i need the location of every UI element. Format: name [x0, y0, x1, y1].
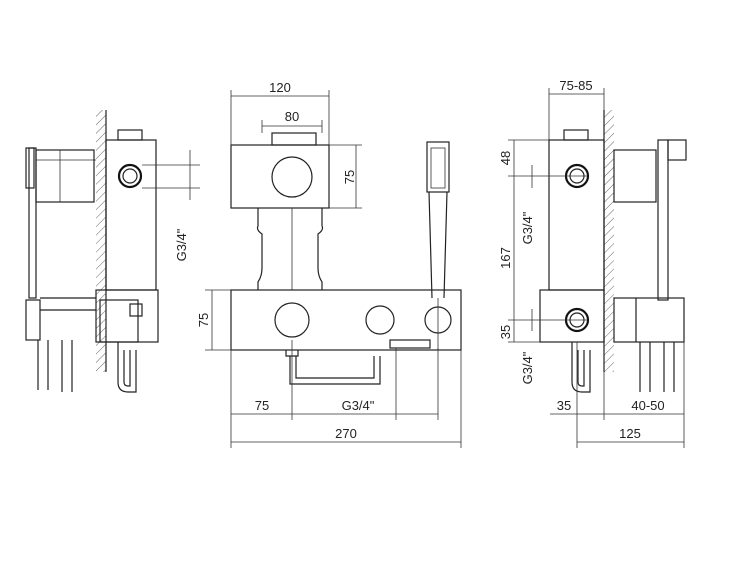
front-hand-shower: [426, 141, 450, 193]
left-top-cap: [117, 129, 143, 141]
right-spout: [571, 342, 591, 393]
dim-front-thread: G3/4": [342, 398, 375, 413]
left-holder: [25, 299, 41, 341]
right-shower-rail: [657, 139, 669, 301]
left-body-block: [105, 139, 157, 291]
right-side-view: 75-85 48 167 G3/4" 35 G3/4" 35 40-50 125: [498, 78, 687, 448]
dim-270: 270: [335, 426, 357, 441]
dim-167: 167: [498, 247, 513, 269]
dim-35-horizontal: 35: [557, 398, 571, 413]
left-shower-head: [25, 147, 35, 189]
right-body-block: [548, 139, 605, 291]
dim-75-upper: 75: [342, 170, 357, 184]
dim-125: 125: [619, 426, 641, 441]
left-spout: [117, 342, 137, 393]
front-lower-block: [230, 289, 462, 351]
dim-75-offset: 75: [255, 398, 269, 413]
front-upper-block: [230, 144, 330, 209]
left-wall-hatch: [96, 110, 106, 372]
front-upper-knob: [271, 156, 313, 198]
right-wall-hatch: [604, 110, 614, 372]
front-lower-knob-left: [274, 302, 310, 338]
left-hand-shower: [28, 147, 37, 299]
dim-40-50: 40-50: [631, 398, 664, 413]
left-hose: [37, 340, 73, 392]
front-connecting-body: [256, 208, 324, 290]
left-upper-arm: [35, 149, 95, 203]
dim-75-lower: 75: [196, 313, 211, 327]
dim-120: 120: [269, 80, 291, 95]
front-lower-knob-right: [365, 305, 395, 335]
dim-right-thread-top: G3/4": [520, 211, 535, 244]
dim-right-thread-bottom: G3/4": [520, 351, 535, 384]
left-upper-outlet: [117, 163, 143, 189]
dim-80: 80: [285, 109, 299, 124]
dim-35-vertical: 35: [498, 325, 513, 339]
right-hose: [639, 342, 675, 392]
front-spout: [285, 350, 381, 385]
front-view: 120 80 75 75 75 G3/4" 270: [196, 80, 462, 448]
dim-75-85: 75-85: [559, 78, 592, 93]
left-side-view: G3/4": [25, 110, 200, 393]
left-thread-label: G3/4": [174, 228, 189, 261]
dim-48: 48: [498, 151, 513, 165]
